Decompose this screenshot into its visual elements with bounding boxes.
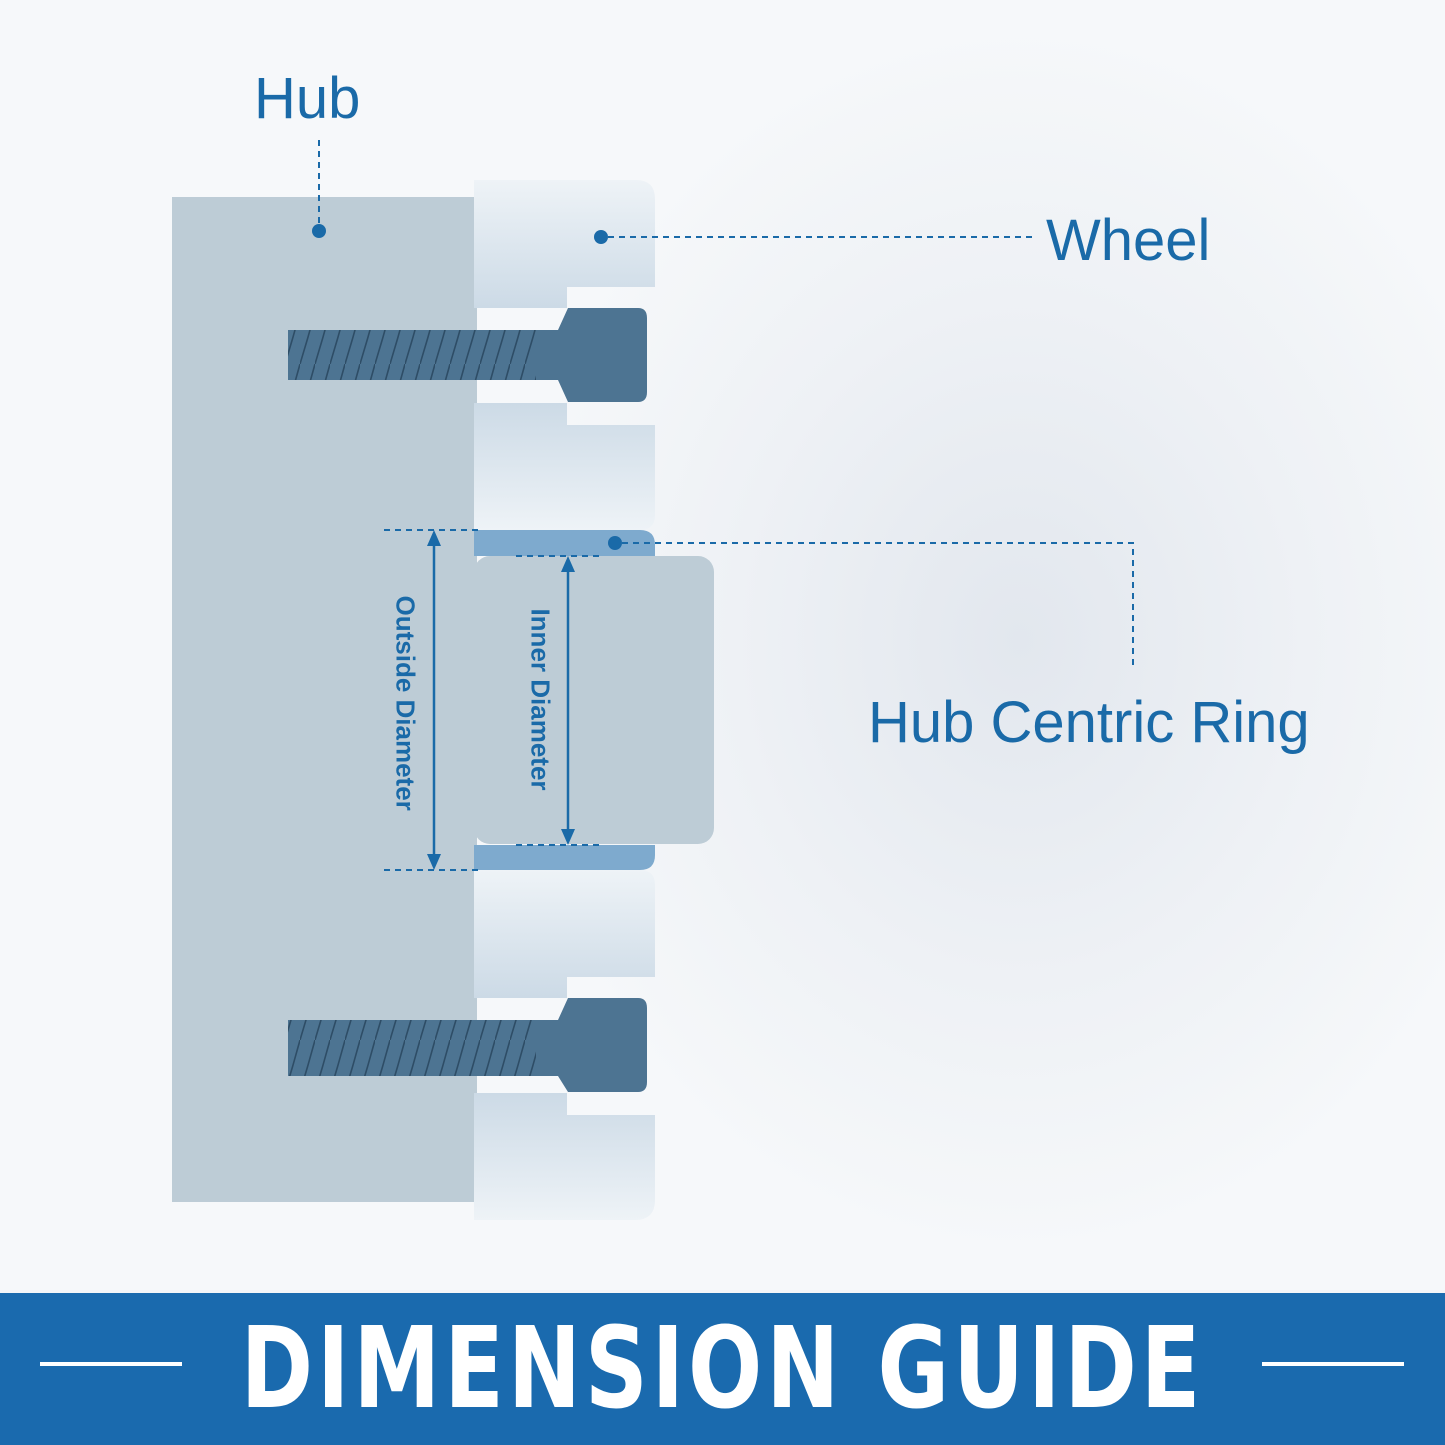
hub-wheel-diagram xyxy=(172,140,1134,1220)
wheel-label: Wheel xyxy=(1046,208,1211,273)
ring-band-bottom xyxy=(474,845,655,870)
hub-centric-ring-body xyxy=(474,556,714,844)
wheel-segment-top xyxy=(474,180,655,308)
dimension-guide-banner: DIMENSION GUIDE xyxy=(0,1293,1445,1445)
banner-line-left xyxy=(40,1362,182,1366)
hub-label: Hub xyxy=(254,66,361,131)
ring-dot xyxy=(608,536,622,550)
hub-centric-ring-label: Hub Centric Ring xyxy=(868,690,1310,755)
hub-dot xyxy=(312,224,326,238)
wheel-segment-bottom xyxy=(474,1093,655,1220)
inner-diameter-label: Inner Diameter xyxy=(525,608,556,791)
banner-title: DIMENSION GUIDE xyxy=(240,1304,1205,1434)
wheel-segment-lower xyxy=(474,870,655,998)
bolt-icon xyxy=(288,998,647,1092)
outside-diameter-label: Outside Diameter xyxy=(390,595,421,811)
banner-line-right xyxy=(1262,1362,1404,1366)
ring-band-top xyxy=(474,530,655,556)
wheel-segment-upper xyxy=(474,403,655,530)
ring-leader xyxy=(622,542,1134,668)
wheel-dot xyxy=(594,230,608,244)
bolt-icon xyxy=(288,308,647,402)
